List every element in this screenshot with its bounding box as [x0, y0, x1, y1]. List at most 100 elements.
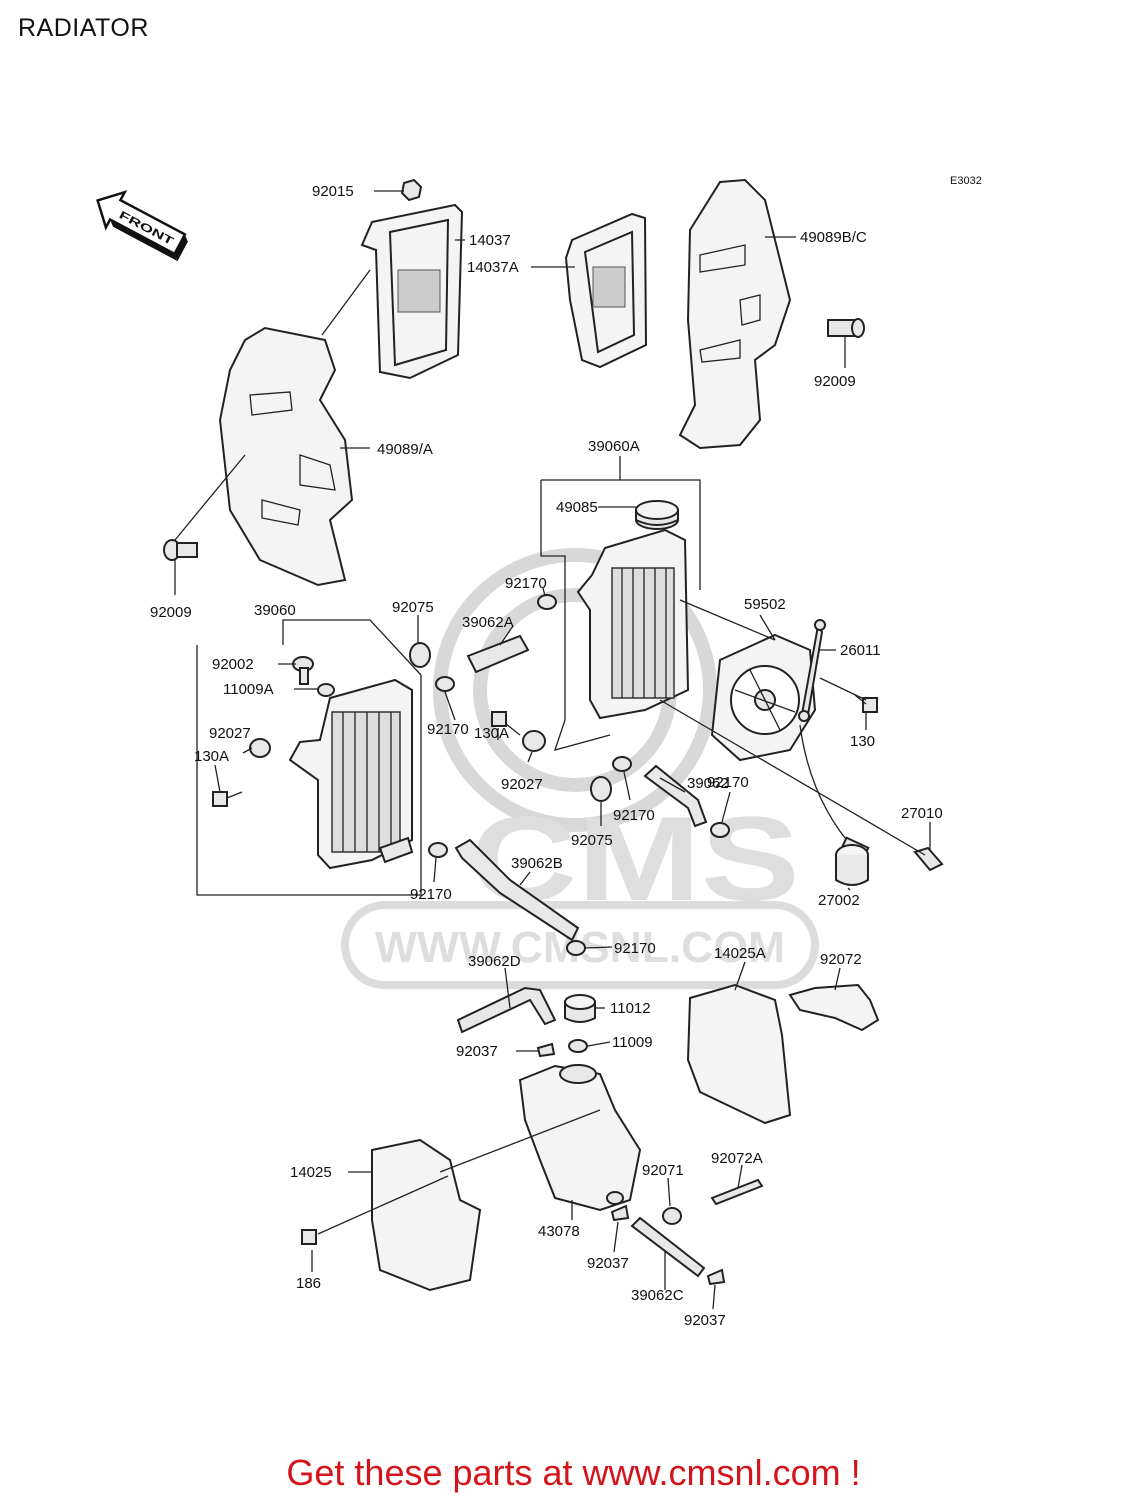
- part-label: 92009: [814, 373, 856, 390]
- grille-14037A-part: [564, 212, 648, 369]
- part-label: 92037: [684, 1312, 726, 1329]
- hose-39062A-part: [466, 634, 530, 674]
- footer-link[interactable]: Get these parts at www.cmsnl.com !: [286, 1452, 861, 1493]
- bolt-92002-part: [292, 656, 314, 685]
- part-label: 39062A: [462, 614, 514, 631]
- part-label: 92072A: [711, 1150, 763, 1167]
- collar-92027-center-part: [522, 730, 546, 752]
- clamp-92170-d-part: [710, 822, 730, 838]
- part-label: 92037: [587, 1255, 629, 1272]
- bolt-130A-left-part: [212, 791, 243, 807]
- part-label: 39060: [254, 602, 296, 619]
- part-label: 11009: [612, 1034, 653, 1051]
- part-label: 26011: [840, 642, 881, 659]
- part-label: 92170: [613, 807, 655, 824]
- front-arrow-icon: FRONT: [96, 190, 188, 262]
- part-label: 92170: [427, 721, 469, 738]
- clamp-92170-e-part: [428, 842, 448, 858]
- part-label: 130: [850, 733, 875, 750]
- clip-92037-mid-part: [610, 1204, 630, 1222]
- part-label: 39062D: [468, 953, 521, 970]
- grommet-92075-lower-part: [590, 776, 612, 802]
- part-label: 92015: [312, 183, 354, 200]
- part-labels: 92015 14037 14037A 49089B/C 92009 49089/…: [150, 183, 943, 1329]
- band-92072A-part: [710, 1178, 764, 1206]
- radiator-39060A-part: [576, 528, 690, 720]
- part-label: 14037A: [467, 259, 519, 276]
- part-label: 92002: [212, 656, 254, 673]
- grommet-92071-part: [662, 1207, 682, 1225]
- part-label: 11012: [610, 1000, 651, 1017]
- tube-39062C-part: [630, 1216, 706, 1278]
- hose-39062B-part: [454, 838, 580, 942]
- part-label: 92072: [820, 951, 862, 968]
- part-label: 92075: [571, 832, 613, 849]
- grommet-92075-upper-part: [409, 642, 431, 668]
- bolt-186-part: [301, 1229, 317, 1245]
- part-label: 14025A: [714, 945, 766, 962]
- part-label: 39062: [687, 775, 729, 792]
- assembly-box-39060: [196, 619, 422, 896]
- bracket-92072-part: [788, 983, 880, 1032]
- part-label: 27002: [818, 892, 860, 909]
- part-label: 92037: [456, 1043, 498, 1060]
- bolt-92009-left-part: [163, 539, 198, 561]
- part-label: 27010: [901, 805, 943, 822]
- part-label: 59502: [744, 596, 786, 613]
- part-label: 92027: [501, 776, 543, 793]
- clip-92037-low-part: [706, 1268, 726, 1286]
- leader-lines: [174, 190, 931, 1310]
- part-label: 49089/A: [377, 441, 433, 458]
- bolt-130-part: [854, 694, 878, 713]
- radiator-cap-49085-part: [635, 500, 679, 530]
- part-label: 92071: [642, 1162, 684, 1179]
- assembly-box-39060A: [541, 479, 701, 590]
- part-label: 130A: [194, 748, 229, 765]
- fitting-43078-part: [606, 1191, 624, 1205]
- clamp-92170-f-part: [566, 940, 586, 956]
- clip-92037-upper-part: [536, 1042, 556, 1058]
- part-label: 92170: [707, 774, 749, 791]
- part-label: 186: [296, 1275, 321, 1292]
- watermark: CMS WWW.CMSNL.COM: [341, 548, 819, 989]
- grille-14037-part: [360, 203, 464, 380]
- shroud-49089BC-part: [678, 178, 792, 450]
- cover-14025A-part: [686, 983, 792, 1125]
- radiator-39060-part: [288, 678, 414, 870]
- part-label: 49089B/C: [800, 229, 867, 246]
- part-label: 92170: [614, 940, 656, 957]
- parts-diagram: CMS WWW.CMSNL.COM FRONT E3032: [96, 175, 982, 1329]
- hose-39062-part: [643, 764, 708, 828]
- part-label: 39062B: [511, 855, 563, 872]
- collar-92027-left-part: [249, 738, 271, 758]
- reservoir-tank-part: [518, 1064, 642, 1212]
- part-label: 43078: [538, 1223, 580, 1240]
- bolt-92009-right-part: [827, 318, 865, 338]
- nut-92015-part: [400, 178, 423, 202]
- fan-59502-part: [710, 633, 870, 864]
- part-label: 92170: [505, 575, 547, 592]
- clamp-92170-b-part: [435, 676, 455, 692]
- assembly-box-39060A-left: [540, 480, 611, 751]
- bolt-130A-center-part: [491, 711, 521, 736]
- diagram-code: E3032: [950, 175, 982, 187]
- washer-11009-part: [568, 1039, 588, 1053]
- cap-11012-part: [564, 994, 596, 1023]
- part-label: 92075: [392, 599, 434, 616]
- part-label: 14037: [469, 232, 511, 249]
- hose-39062D-part: [456, 986, 557, 1034]
- part-label: 39060A: [588, 438, 640, 455]
- shroud-49089A-part: [218, 326, 354, 587]
- cover-14025-part: [371, 1138, 482, 1292]
- part-label: 92009: [150, 604, 192, 621]
- wire-26011-part: [798, 619, 826, 722]
- page-title: RADIATOR: [18, 14, 149, 42]
- clamp-92170-a-part: [537, 594, 557, 610]
- part-label: 92027: [209, 725, 251, 742]
- part-label: 39062C: [631, 1287, 684, 1304]
- part-label: 130A: [474, 725, 509, 742]
- part-label: 11009A: [223, 681, 274, 698]
- part-label: 14025: [290, 1164, 332, 1181]
- part-label: 92170: [410, 886, 452, 903]
- part-label: 49085: [556, 499, 598, 516]
